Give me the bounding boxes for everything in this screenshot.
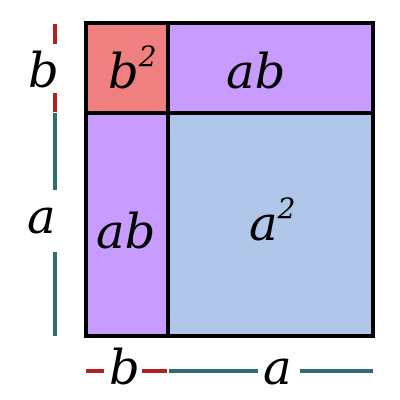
a-squared-exponent: 2	[277, 192, 296, 225]
ab-top-region	[168, 23, 373, 113]
a-squared-region	[168, 113, 373, 336]
a-squared-label: a2	[249, 192, 295, 252]
a-squared-base: a	[249, 196, 278, 252]
left-a-label: a	[27, 189, 56, 245]
b-squared-base: b	[108, 44, 139, 100]
bottom-a-label: a	[263, 340, 292, 396]
b-squared-region	[86, 23, 168, 113]
outer-square-border	[84, 21, 375, 338]
ab-left-region	[86, 113, 168, 336]
b-squared-exponent: 2	[138, 40, 157, 73]
left-b-label: b	[28, 43, 59, 99]
b-squared-label: b2	[108, 40, 157, 100]
ab-left-label: ab	[96, 204, 155, 260]
bottom-b-label: b	[109, 340, 140, 396]
ab-top-label: ab	[226, 44, 285, 100]
